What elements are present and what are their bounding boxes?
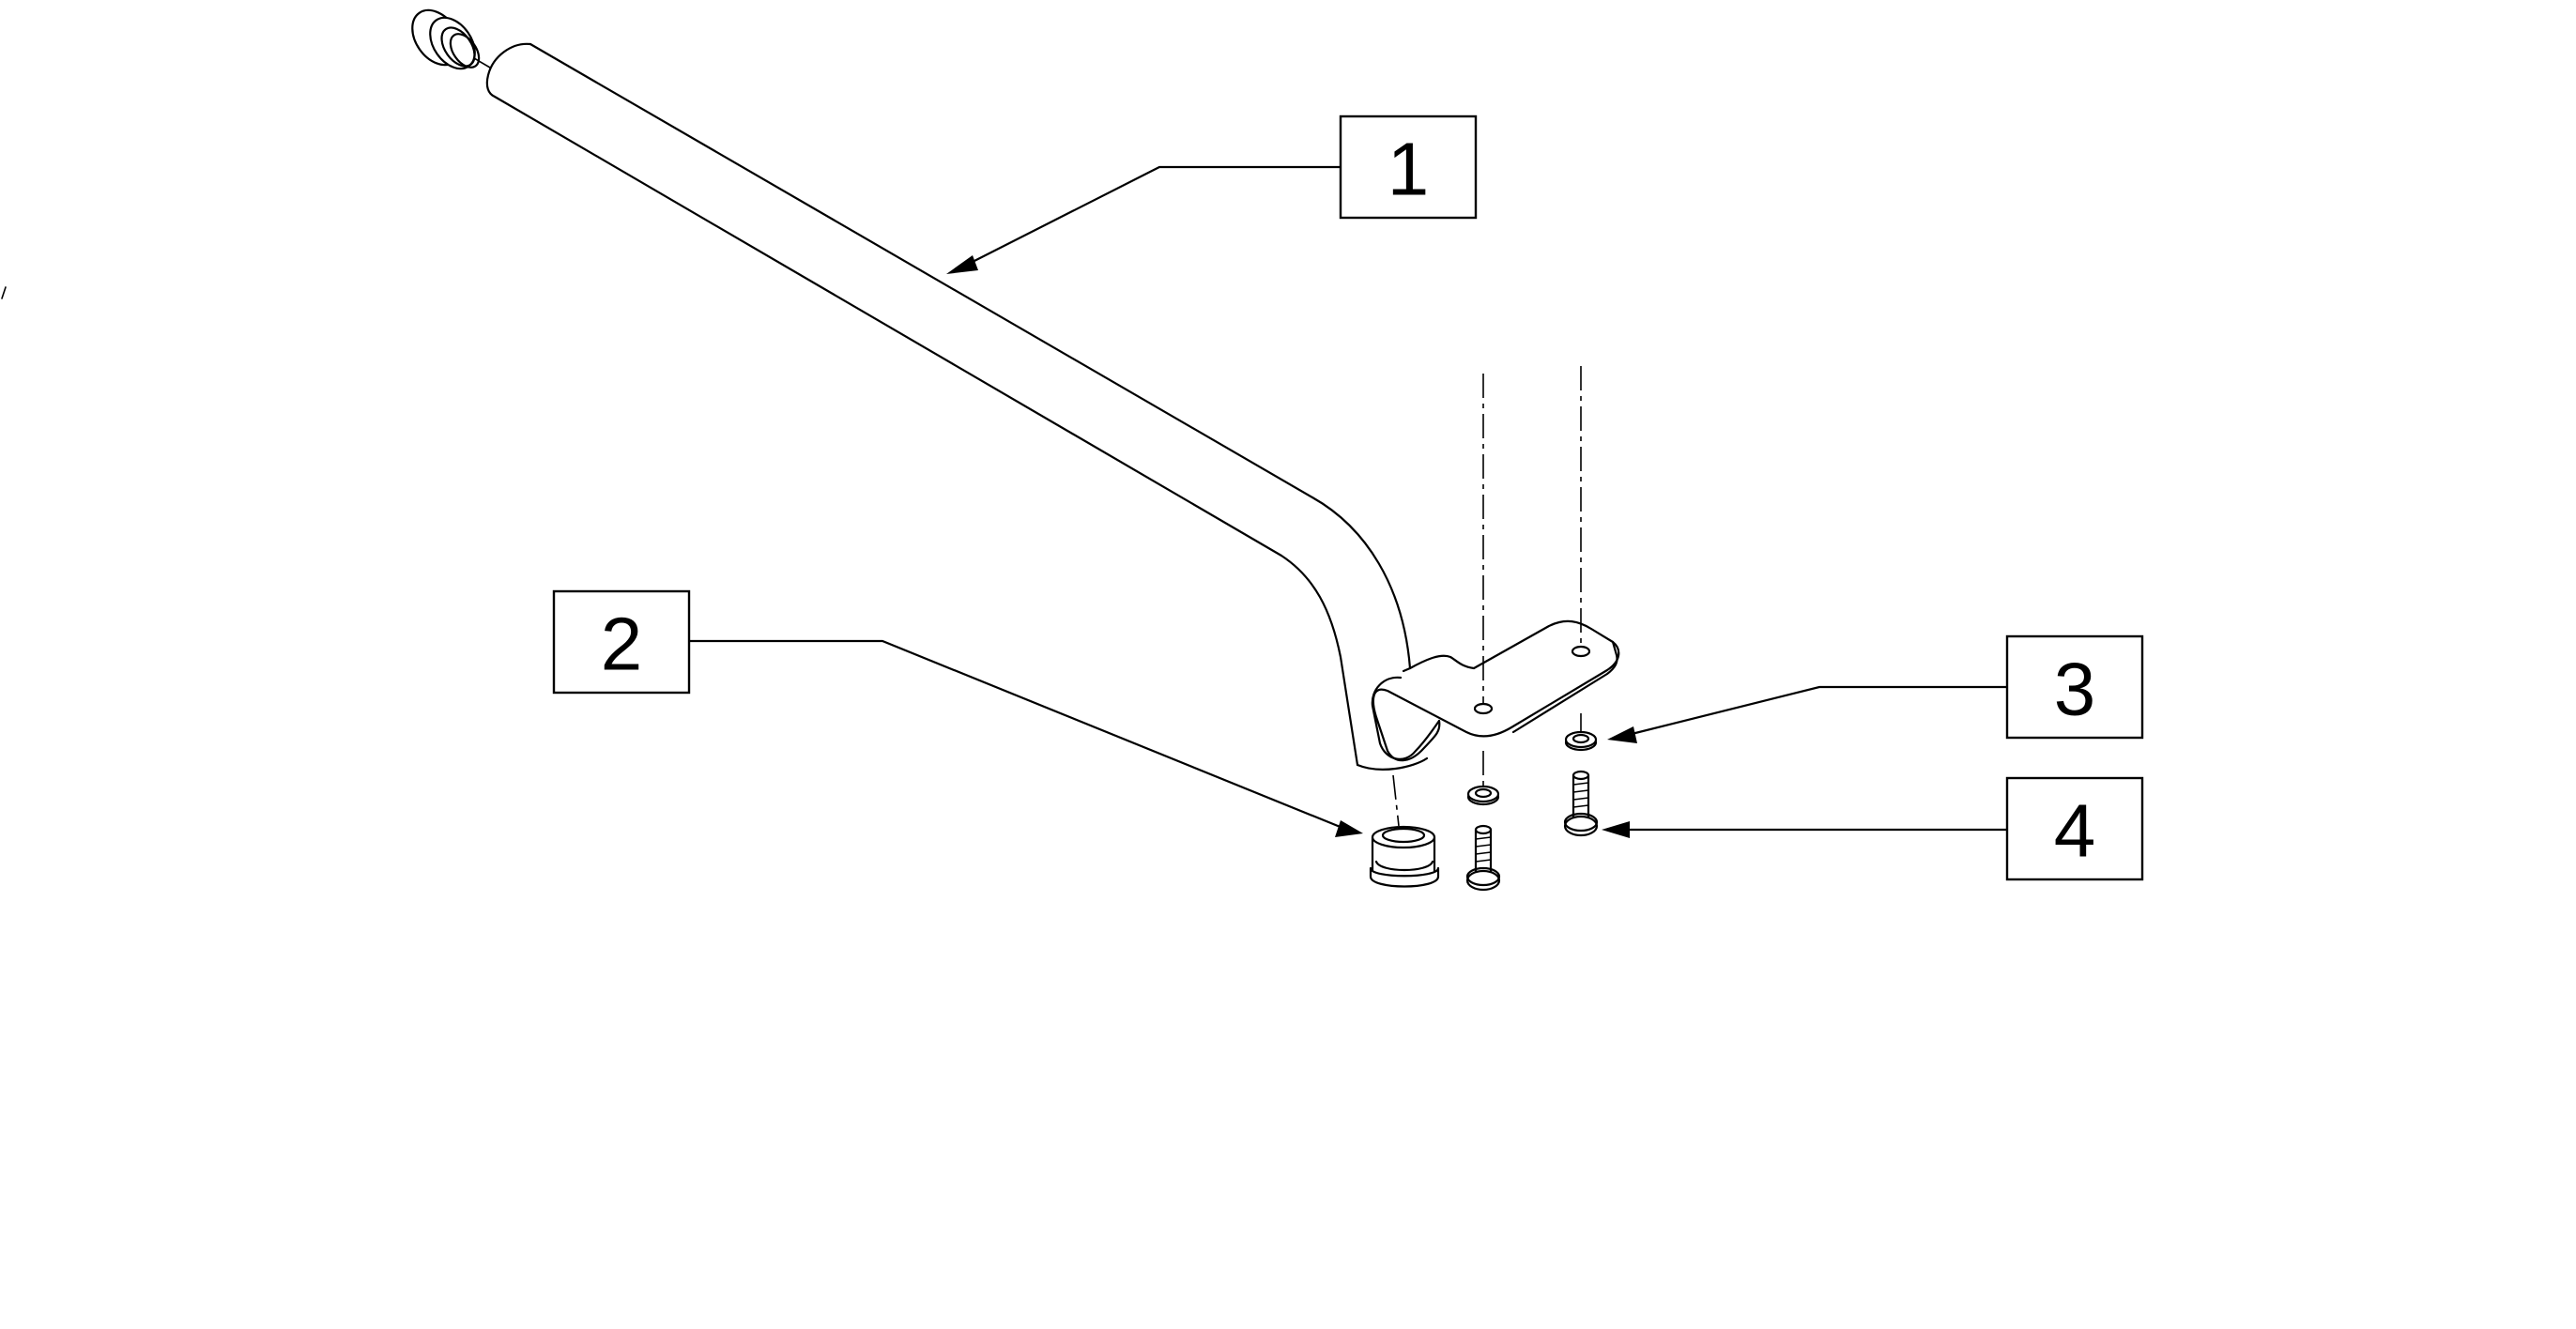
callout-3: 3 [2005,634,2144,740]
callout-4: 4 [2005,776,2144,881]
screw-part-right [1563,770,1599,837]
leader-2 [689,639,1363,837]
washer-part-right [1564,730,1598,752]
tube-part [411,8,1620,771]
leader-3 [1607,685,2007,743]
tube-body [493,42,1412,767]
washer-part-left [1466,785,1500,806]
leader-1 [946,165,1341,274]
callout-2-label: 2 [601,603,643,686]
callout-3-label: 3 [2054,648,2096,731]
callout-1: 1 [1339,115,1478,220]
tube-end-bushing [411,8,491,70]
callout-2: 2 [552,589,691,695]
end-cap-part [1369,825,1440,888]
leader-4 [1602,821,2007,838]
screw-part-left [1465,824,1501,892]
stray-mark [1,286,7,299]
callout-4-label: 4 [2054,789,2096,873]
callout-1-label: 1 [1388,128,1430,211]
tube-bracket-tab [1372,619,1620,762]
